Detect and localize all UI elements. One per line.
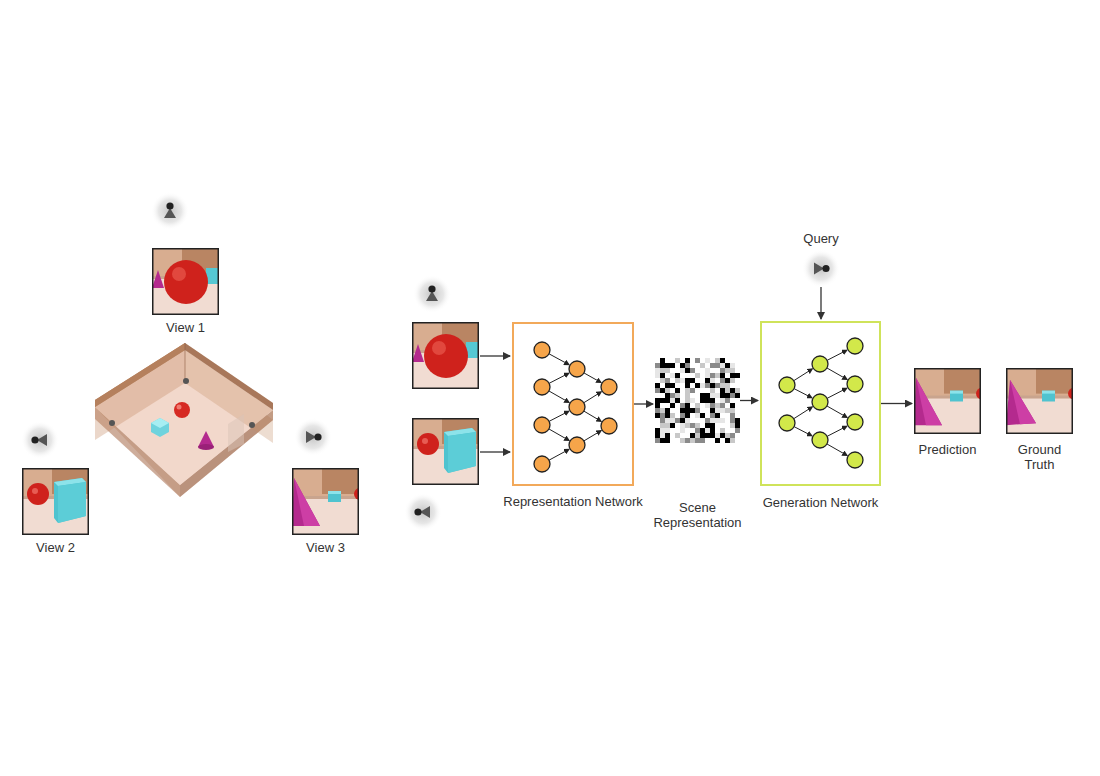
connector-arrow (634, 403, 653, 404)
prediction-image: Prediction (914, 368, 981, 434)
connector-arrow (820, 287, 821, 319)
view-image: View 3 (292, 468, 359, 535)
node-label: Representation Network (503, 494, 643, 509)
connector-arrow (740, 400, 758, 401)
camera-icon (151, 192, 189, 230)
input-arrow (480, 355, 510, 356)
room-illustration (95, 343, 273, 497)
camera-icon (404, 493, 442, 531)
camera-icon (21, 421, 59, 459)
node-label: Ground Truth (1004, 442, 1076, 472)
camera-icon (413, 275, 451, 313)
input-image (412, 322, 479, 389)
view-image: View 1 (152, 248, 219, 315)
query-camera: Query (804, 252, 838, 285)
ground-truth-image: Ground Truth (1006, 368, 1073, 434)
camera-icon (802, 250, 840, 288)
scene-representation: Scene Representation (655, 358, 740, 443)
camera-icon (294, 418, 332, 456)
network-box: Generation Network (760, 321, 881, 486)
node-label: Generation Network (756, 495, 886, 510)
network-box: Representation Network (512, 322, 634, 486)
connector-arrow (881, 403, 912, 404)
node-label: View 3 (281, 540, 371, 555)
view-image: View 2 (22, 468, 89, 535)
node-label: Query (786, 231, 856, 246)
node-label: View 2 (11, 540, 101, 555)
input-image (412, 418, 479, 485)
node-label: Scene Representation (643, 500, 753, 530)
input-arrow (480, 451, 510, 452)
node-label: View 1 (141, 320, 231, 335)
node-label: Prediction (903, 442, 993, 457)
